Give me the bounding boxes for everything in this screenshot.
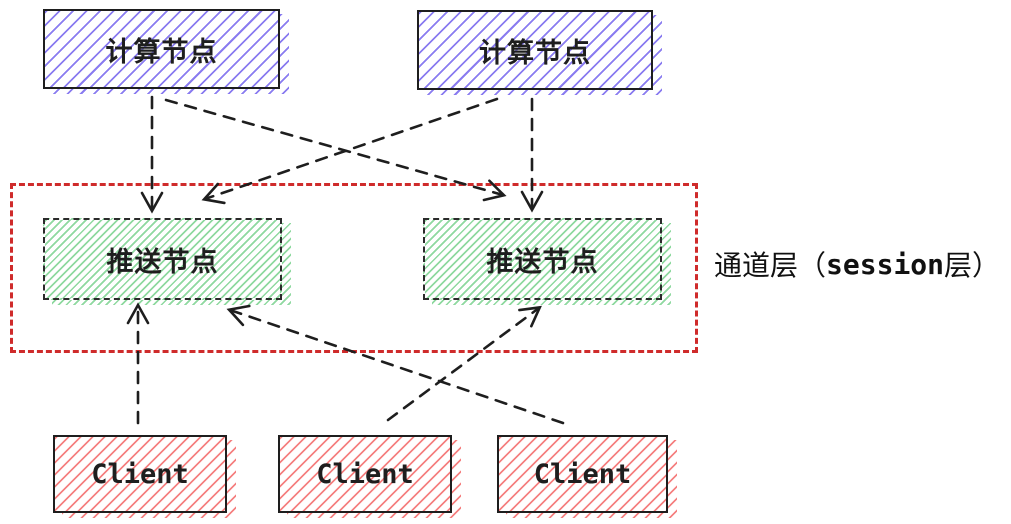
push-node-2: 推送节点 — [423, 218, 671, 305]
client-1: Client — [53, 435, 236, 518]
push-node-1: 推送节点 — [43, 218, 291, 305]
client-2: Client — [278, 435, 461, 518]
client-3-label: Client — [533, 458, 632, 490]
compute-node-2-label: 计算节点 — [479, 37, 591, 68]
channel-layer-label-session: session — [826, 247, 945, 281]
client-2-label: Client — [316, 458, 414, 490]
client-3: Client — [497, 435, 677, 518]
push-node-2-label: 推送节点 — [486, 246, 599, 277]
compute-node-1-label: 计算节点 — [105, 36, 218, 67]
client-1-label: Client — [91, 458, 189, 490]
compute-node-2: 计算节点 — [417, 10, 662, 95]
channel-layer-label-suffix: 层） — [944, 250, 1001, 281]
edge-compute1-push2 — [164, 98, 507, 202]
compute-node-1: 计算节点 — [43, 9, 289, 94]
push-node-1-label: 推送节点 — [106, 246, 219, 277]
channel-layer-label-prefix: 通道层（ — [714, 250, 827, 281]
